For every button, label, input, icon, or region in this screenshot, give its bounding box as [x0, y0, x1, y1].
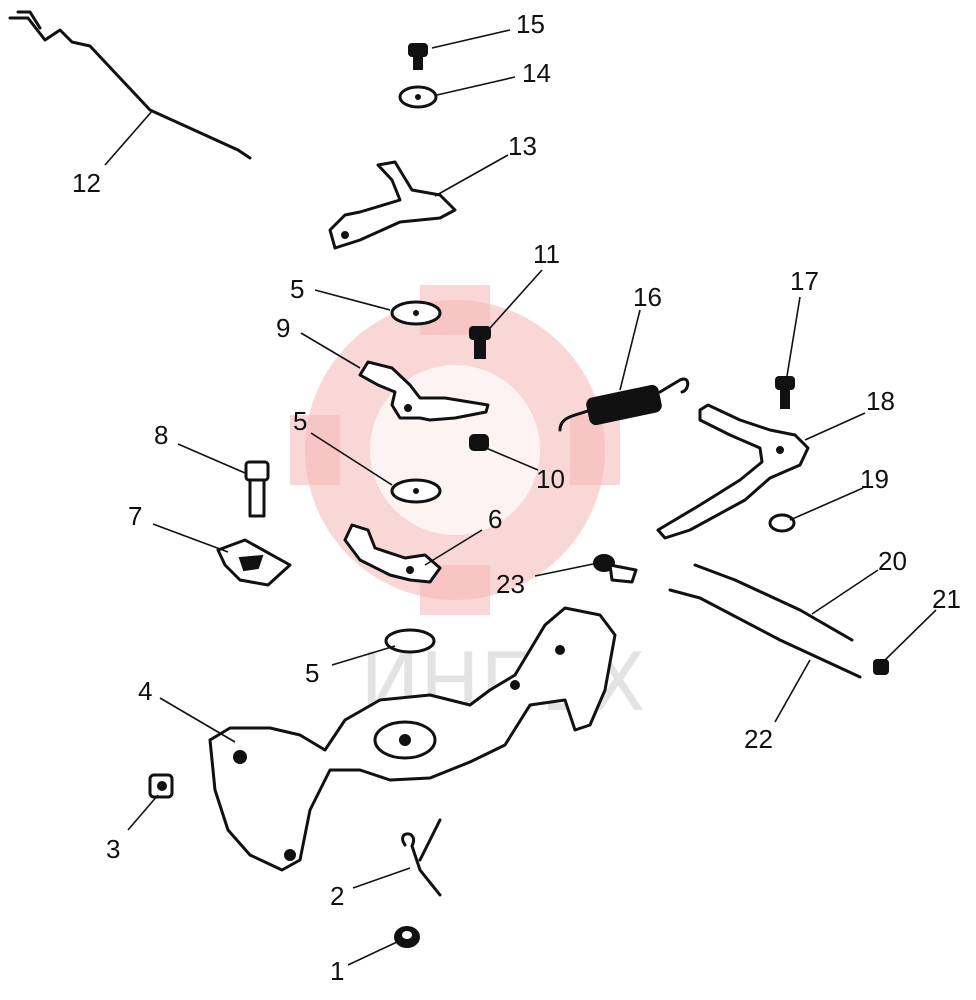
part-14-washer [398, 85, 438, 109]
part-6-plate [343, 523, 442, 584]
part-16-spring [558, 377, 690, 432]
leader-lines [104, 29, 937, 966]
callout-14: 14 [522, 58, 551, 88]
part-15-screw [408, 43, 428, 70]
callout-5-top: 5 [290, 274, 304, 304]
callout-15: 15 [516, 9, 545, 39]
part-3-bolt [148, 773, 174, 799]
part-17-bolt [775, 376, 795, 409]
part-7-clip [216, 538, 292, 587]
part-18-control-lever [656, 403, 810, 540]
part-11-screw [469, 326, 491, 359]
part-13-bracket [328, 160, 457, 250]
watermark-gear-logo [290, 285, 620, 615]
callout-20: 20 [878, 546, 907, 576]
callout-2: 2 [330, 881, 344, 911]
part-21-nut [873, 659, 889, 675]
part-5-washer-top [390, 300, 442, 326]
callout-22: 22 [744, 724, 773, 754]
part-2-spring [401, 818, 442, 897]
callout-8: 8 [154, 420, 168, 450]
callout-5-bottom: 5 [305, 658, 319, 688]
part-4-main-bracket [208, 606, 617, 872]
part-23-clip [593, 554, 638, 584]
callout-3: 3 [106, 834, 120, 864]
part-19-nut [768, 513, 796, 533]
callout-6: 6 [488, 504, 502, 534]
callout-18: 18 [866, 386, 895, 416]
part-1-nut [394, 926, 420, 948]
callout-16: 16 [633, 282, 662, 312]
callout-5-middle: 5 [293, 406, 307, 436]
part-9-lever [358, 360, 490, 422]
part-10-nut [469, 434, 489, 451]
callout-9: 9 [276, 313, 290, 343]
callout-1: 1 [330, 956, 344, 986]
callout-4: 4 [138, 676, 152, 706]
callout-13: 13 [508, 131, 537, 161]
callout-12: 12 [72, 168, 101, 198]
callout-7: 7 [128, 501, 142, 531]
callout-23: 23 [496, 569, 525, 599]
part-20-link-rod [693, 563, 854, 642]
part-12-governor-rod [8, 10, 252, 160]
callout-21: 21 [932, 584, 961, 614]
callout-10: 10 [536, 464, 565, 494]
part-5-washer-middle [390, 478, 442, 504]
part-8-stud [244, 460, 270, 518]
callout-labels: 15 14 13 12 5 11 9 16 17 18 5 10 8 19 7 … [72, 9, 961, 986]
part-22-link-rod [668, 588, 862, 679]
callout-17: 17 [790, 266, 819, 296]
part-5-washer-bottom [384, 628, 436, 654]
callout-19: 19 [860, 464, 889, 494]
callout-11: 11 [533, 239, 560, 269]
